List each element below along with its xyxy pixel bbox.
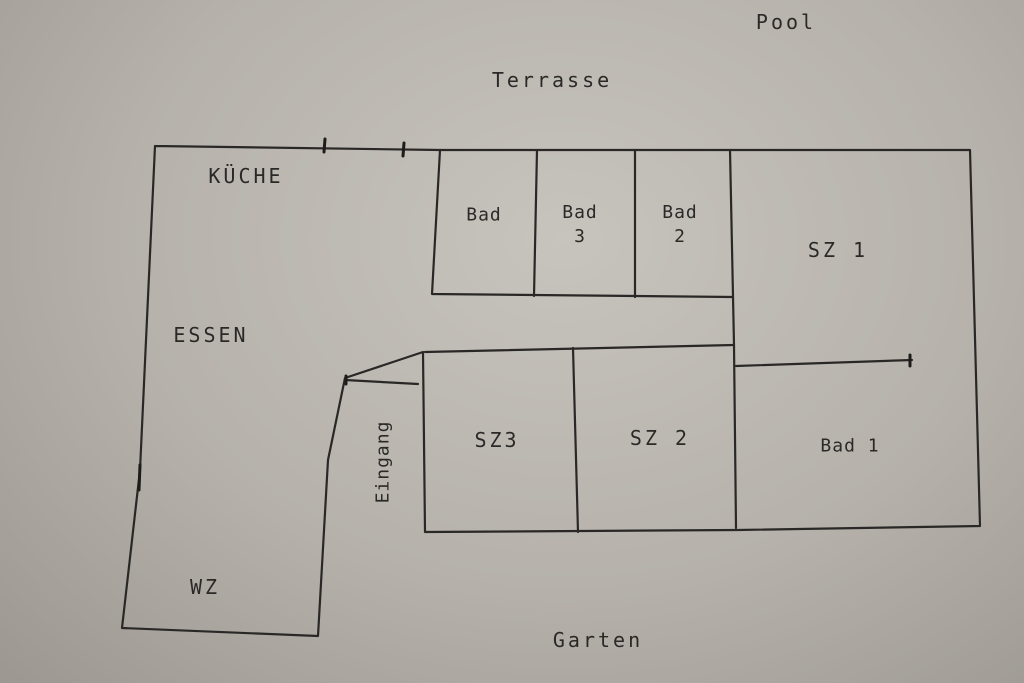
- essen-label: ESSEN: [173, 323, 249, 347]
- bad3-label: Bad 3: [562, 202, 598, 247]
- bad-label: Bad: [466, 204, 502, 226]
- wall-tick: [401, 141, 406, 158]
- entrance-wall: [343, 378, 420, 386]
- pool-label: Pool: [755, 10, 817, 34]
- bad2-label: Bad 2: [662, 202, 698, 247]
- outer-wall: [120, 144, 982, 638]
- bathroom-block-wall: [430, 148, 735, 299]
- eingang-label: Eingang: [372, 420, 394, 504]
- sz2-label: SZ 2: [629, 426, 691, 450]
- sz1-label: SZ 1: [807, 238, 869, 262]
- bad1-label: Bad 1: [820, 435, 880, 457]
- divider-bad2-sz1: [728, 148, 738, 530]
- bedroom-block-top-wall: [423, 343, 736, 354]
- divider-bad-bad3: [532, 148, 539, 298]
- divider-sz1-bad1: [734, 358, 914, 368]
- divider-sz3-sz2: [571, 346, 580, 534]
- wall-tick: [137, 463, 142, 492]
- sz3-label: SZ3: [474, 428, 520, 452]
- garten-label: Garten: [552, 628, 644, 652]
- wall-tick: [322, 137, 327, 154]
- wz-label: WZ: [189, 575, 221, 599]
- terrasse-label: Terrasse: [491, 68, 613, 92]
- kueche-label: KÜCHE: [208, 164, 284, 188]
